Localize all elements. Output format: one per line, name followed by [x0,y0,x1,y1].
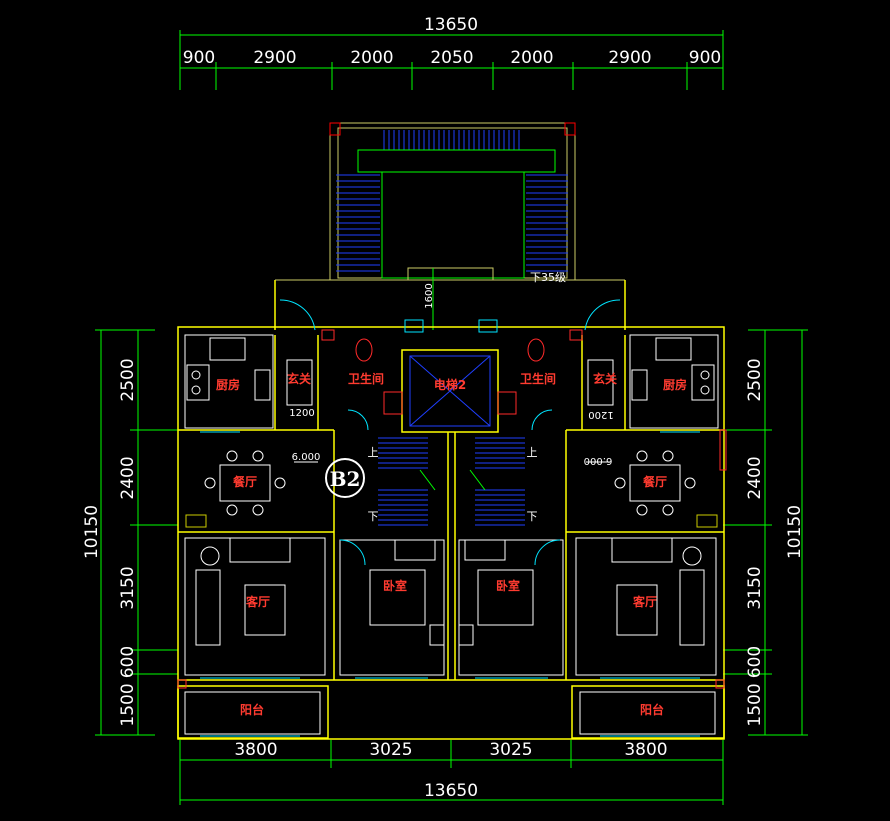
room-bath-left: 卫生间 [348,371,384,386]
stair-down-left: 下 [368,510,379,523]
top-dimension-chain [179,30,724,90]
bottom-dim-2: 3025 [369,740,412,760]
right-dim-5: 1500 [745,683,765,726]
top-dim-5: 2000 [510,48,553,68]
room-kitchen-left: 厨房 [216,377,240,392]
left-dim-2: 2400 [118,456,138,499]
stair-down-right: 下 [527,510,538,523]
level-left-label: 6.000 [292,452,321,463]
room-foyer-right: 玄关 [593,371,617,386]
room-bedroom-left: 卧室 [383,578,407,593]
stair-up-left: 上 [368,446,379,459]
top-dim-2: 2900 [253,48,296,68]
unit-tag-label: B2 [330,467,361,491]
top-dim-7: 900 [689,48,721,68]
width-1600-label: 1600 [424,283,435,308]
dining-tables [204,450,696,516]
bottom-dim-1: 3800 [234,740,277,760]
left-total-dim: 10150 [82,505,102,559]
room-bedroom-right: 卧室 [496,578,520,593]
width-1200-left-label: 1200 [289,408,314,419]
room-elevator: 电梯2 [434,377,466,392]
outlet-right [696,514,718,528]
right-dim-4: 600 [745,646,765,678]
kitchen-fixtures [186,337,715,406]
right-dimension-chain [723,329,808,736]
inner-wall-lines [184,334,719,735]
left-dim-1: 2500 [118,358,138,401]
right-dim-3: 3150 [745,566,765,609]
room-kitchen-right: 厨房 [663,377,687,392]
room-balcony-right: 阳台 [640,702,664,717]
windows [200,299,700,737]
bedroom-furniture [369,539,534,646]
room-balcony-left: 阳台 [240,702,264,717]
room-dining-left: 餐厅 [233,474,257,489]
room-foyer-left: 玄关 [287,371,311,386]
top-dim-6: 2900 [608,48,651,68]
right-total-dim: 10150 [785,505,805,559]
bottom-total-dim: 13650 [424,781,478,801]
fixtures [177,329,727,689]
width-1200-right-label: 1200 [588,409,613,420]
building-walls [177,280,725,740]
left-dimension-chain [95,329,178,736]
bottom-dim-4: 3800 [624,740,667,760]
bottom-dimension-chain [179,740,724,805]
top-dim-4: 2050 [430,48,473,68]
room-living-left: 客厅 [245,594,270,609]
interior-stairs [378,437,525,526]
right-dim-2: 2400 [745,456,765,499]
outlet-left [185,514,207,528]
right-dim-1: 2500 [745,358,765,401]
stair-down-label: 下35级 [530,271,566,284]
left-dim-5: 1500 [118,683,138,726]
bottom-dim-3: 3025 [489,740,532,760]
unit-tag-circle [325,458,365,498]
top-dim-3: 2000 [350,48,393,68]
left-dim-4: 600 [118,646,138,678]
top-total-dim: 13650 [424,15,478,35]
top-dim-1: 900 [183,48,215,68]
room-living-right: 客厅 [632,594,657,609]
left-dim-3: 3150 [118,566,138,609]
room-bath-right: 卫生间 [520,371,556,386]
stair-up-right: 上 [527,446,538,459]
room-dining-right: 餐厅 [643,474,667,489]
level-right-label: 6.000 [584,455,613,466]
entry-stairwell [275,122,625,330]
living-furniture [195,537,705,646]
